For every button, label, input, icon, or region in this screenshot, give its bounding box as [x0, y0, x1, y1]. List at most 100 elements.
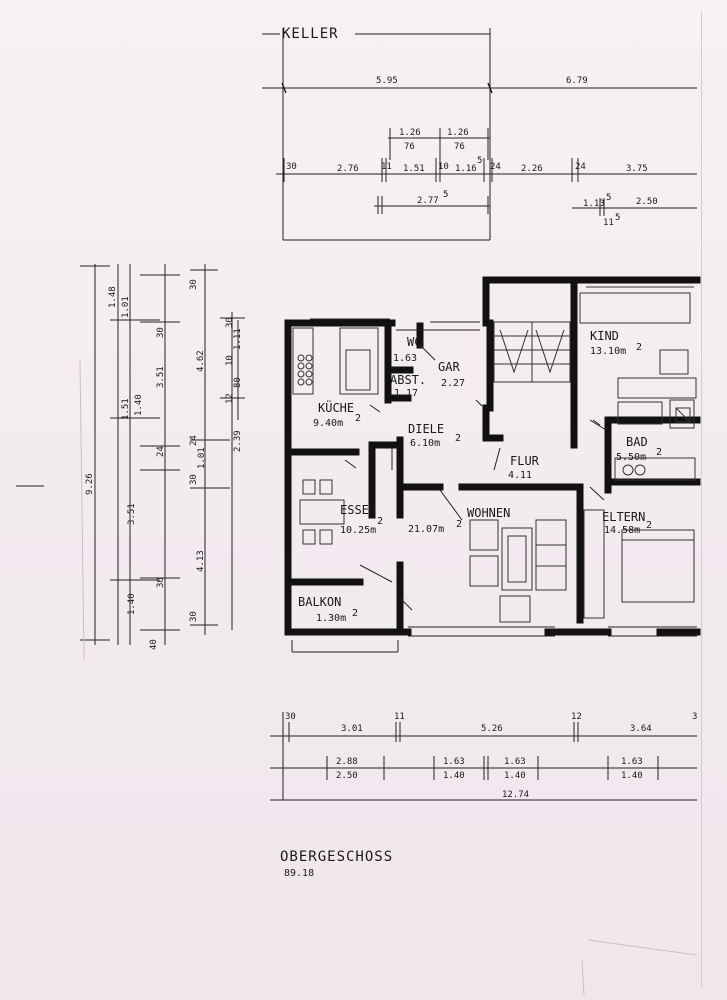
keller-dim-1-13: 1.13	[583, 199, 605, 209]
left-dim-4-62: 4.62	[196, 350, 206, 372]
room-diele-area-sup: 2	[455, 433, 461, 444]
keller-dim-1-26-b: 1.26	[447, 128, 469, 138]
room-eltern-area: 14.58m	[604, 525, 640, 536]
bottom-dim-1-63-b: 1.63	[504, 757, 526, 767]
room-bad-label: BAD	[626, 435, 648, 449]
room-kueche-area: 9.40m	[313, 418, 343, 429]
room-balkon-label: BALKON	[298, 595, 341, 609]
left-dim-24-b: 24	[189, 435, 199, 446]
keller-dim-sup-5-d: 5	[615, 213, 620, 223]
room-wc-area: 1.63	[393, 353, 417, 364]
room-kueche-label: KÜCHE	[318, 399, 354, 415]
bottom-dim-1-40-c: 1.40	[621, 771, 643, 781]
left-dim-1-01-a: 1.01	[121, 296, 131, 318]
keller-dimension-block: KELLER 5.95 6.79 1.26 1.26 76 76 30 2.76	[262, 26, 697, 241]
floor-title: OBERGESCHOSS	[280, 849, 393, 865]
left-dim-3-51-b: 3.51	[156, 366, 166, 388]
bottom-dim-3-01: 3.01	[341, 724, 363, 734]
keller-dim-1-51: 1.51	[403, 164, 425, 174]
floor-total-area: 89.18	[284, 868, 314, 879]
keller-dim-24-b: 24	[575, 162, 586, 172]
room-wc-label: WC	[407, 335, 421, 349]
room-kueche-area-sup: 2	[355, 413, 361, 424]
keller-dim-76-a: 76	[404, 142, 415, 152]
room-essen-label: ESSEN	[340, 503, 376, 517]
room-flur-area: 4.11	[508, 470, 532, 481]
keller-dim-2-50: 2.50	[636, 197, 658, 207]
keller-dim-2-76: 2.76	[337, 164, 359, 174]
floor-plan: KIND 13.10m 2 WC 1.63 GAR 2.27 ABST. 1.1…	[284, 276, 701, 653]
room-balkon-area-sup: 2	[352, 608, 358, 619]
room-gar-area: 2.27	[441, 378, 465, 389]
left-dimension-block: 9.26 1.48 1.51 3.51 1.40 40 1.01 1.40 3.…	[16, 264, 245, 650]
left-dim-24-a: 24	[156, 446, 166, 457]
keller-dim-30: 30	[286, 162, 297, 172]
room-eltern-area-sup: 2	[646, 520, 652, 531]
left-dim-1-48: 1.48	[108, 286, 118, 308]
left-dim-30-c: 30	[189, 279, 199, 290]
left-dim-40: 40	[149, 639, 159, 650]
keller-dim-6-79: 6.79	[566, 76, 588, 86]
left-dim-10: 10	[225, 355, 235, 366]
room-gar-label: GAR	[438, 360, 460, 374]
keller-dim-3-75: 3.75	[626, 164, 648, 174]
room-kind-area-sup: 2	[636, 342, 642, 353]
room-flur-label: FLUR	[510, 454, 540, 468]
keller-dim-11: 11	[381, 162, 392, 172]
left-dim-1-40-b: 1.40	[134, 394, 144, 416]
bottom-dim-1-40-a: 1.40	[443, 771, 465, 781]
keller-dim-sup-5-b: 5	[443, 190, 448, 200]
room-balkon-area: 1.30m	[316, 613, 346, 624]
left-dim-12: 12	[225, 393, 235, 404]
keller-dim-5-95: 5.95	[376, 76, 398, 86]
left-dim-3-51-a: 3.51	[127, 503, 137, 525]
left-dim-30-b: 30	[156, 577, 166, 588]
room-wohnen-area-sup: 2	[456, 519, 462, 530]
left-dim-1-40-a: 1.40	[127, 593, 137, 615]
room-kind-area: 13.10m	[590, 346, 626, 357]
room-diele-area: 6.10m	[410, 438, 440, 449]
left-dim-9-26: 9.26	[85, 473, 95, 495]
left-dim-30-a: 30	[156, 327, 166, 338]
keller-dim-76-b: 76	[454, 142, 465, 152]
left-dim-1-01-b: 1.01	[197, 447, 207, 469]
keller-dim-1-26-a: 1.26	[399, 128, 421, 138]
bottom-dim-3-64: 3.64	[630, 724, 652, 734]
left-dim-1-51: 1.51	[121, 398, 131, 420]
bottom-dim-1-63-c: 1.63	[621, 757, 643, 767]
room-bad-area-sup: 2	[656, 447, 662, 458]
bottom-dim-12-74: 12.74	[502, 790, 529, 800]
room-essen-area-sup: 2	[377, 516, 383, 527]
keller-dim-1-16: 1.16	[455, 164, 477, 174]
room-wohnen-area: 21.07m	[408, 524, 444, 535]
keller-dim-2-26: 2.26	[521, 164, 543, 174]
keller-dim-2-77: 2.77	[417, 196, 439, 206]
keller-title: KELLER	[282, 26, 339, 42]
bottom-dim-30: 30	[285, 712, 296, 722]
paper-artifacts	[79, 359, 698, 996]
room-bad-area: 5.50m	[616, 452, 646, 463]
keller-dim-24-a: 24	[490, 162, 501, 172]
bottom-dim-3: 3	[692, 712, 697, 722]
bottom-dim-2-88: 2.88	[336, 757, 358, 767]
keller-dim-10: 10	[438, 162, 449, 172]
left-dim-2-39: 2.39	[233, 430, 243, 452]
left-dim-30-e: 30	[225, 317, 235, 328]
room-diele-label: DIELE	[408, 422, 444, 436]
room-wohnen-label: WOHNEN	[467, 506, 510, 520]
room-essen-area: 10.25m	[340, 525, 376, 536]
left-dim-30-d: 30	[189, 611, 199, 622]
bottom-dim-11: 11	[394, 712, 405, 722]
bottom-dim-12: 12	[571, 712, 582, 722]
room-abst-area: 1.17	[394, 388, 418, 399]
bottom-dim-5-26: 5.26	[481, 724, 503, 734]
keller-dim-sup-5-c: 5	[606, 193, 611, 203]
room-eltern-label: ELTERN	[602, 510, 645, 524]
left-dim-4-13: 4.13	[196, 550, 206, 572]
bottom-dim-1-40-b: 1.40	[504, 771, 526, 781]
bottom-dim-2-50: 2.50	[336, 771, 358, 781]
keller-dim-11-b: 11	[603, 218, 614, 228]
bottom-dim-1-63-a: 1.63	[443, 757, 465, 767]
